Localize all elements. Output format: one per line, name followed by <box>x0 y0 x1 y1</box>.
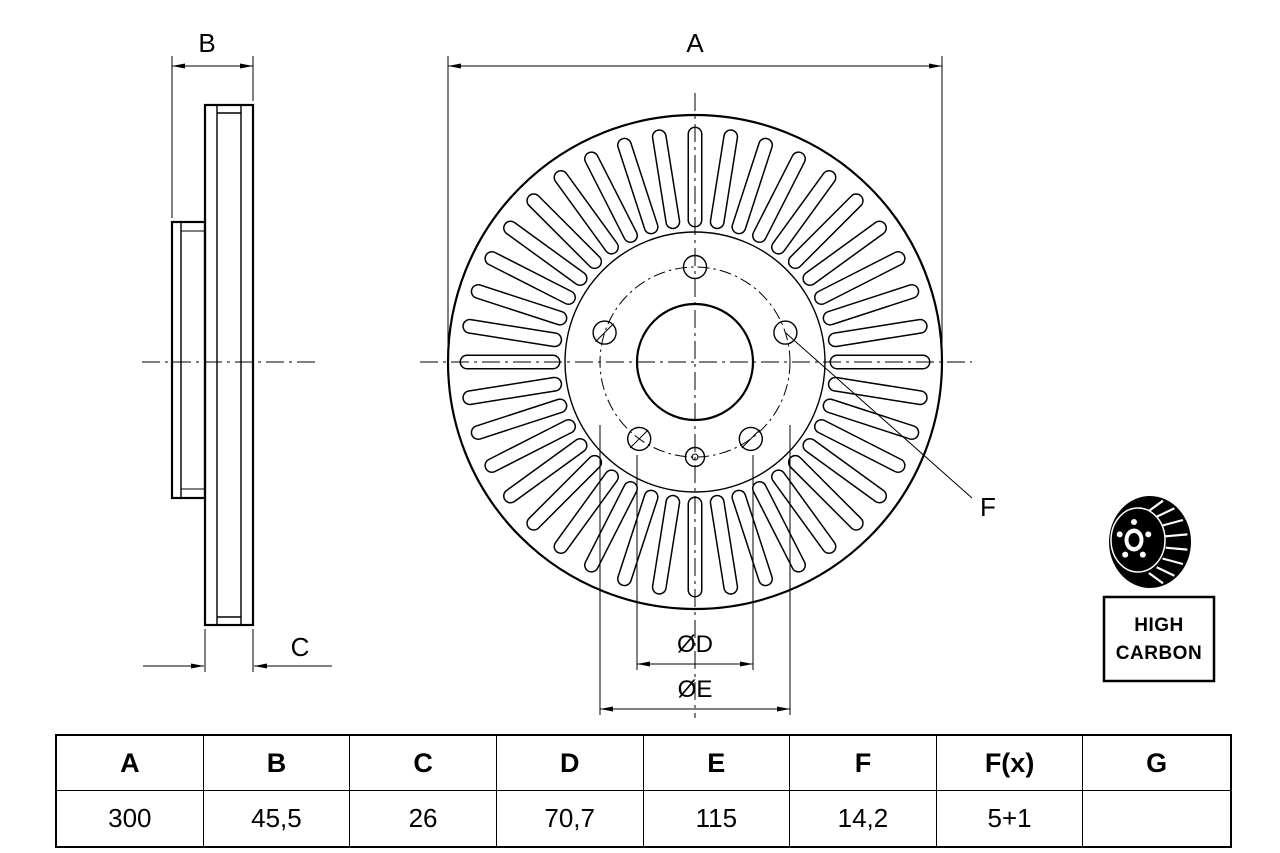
vent-slot <box>653 496 679 594</box>
disc-icon-bolt-dot <box>1116 531 1123 538</box>
high-carbon-line1: HIGH <box>1134 615 1184 636</box>
table-header-cell: C <box>350 736 497 791</box>
disc-icon-vent-stripe <box>1162 518 1184 527</box>
bolt-hole <box>592 320 617 345</box>
dim-a-label: A <box>686 28 704 58</box>
dimension-e: ØE <box>599 425 791 715</box>
dimension-c: C <box>143 629 332 672</box>
vent-slot <box>618 139 658 233</box>
vent-slot <box>824 285 918 325</box>
vent-slot <box>485 420 575 472</box>
dimension-d: ØD <box>636 455 754 670</box>
vent-slot <box>711 496 737 594</box>
table-header-cell: E <box>643 736 791 791</box>
table-header-cell: B <box>203 736 351 791</box>
disc-icon-vent-stripe <box>1162 557 1184 566</box>
dim-b-label: B <box>198 28 215 58</box>
vent-slot <box>732 139 772 233</box>
table-header-cell: A <box>57 736 204 791</box>
vent-slot <box>555 171 618 254</box>
vent-slot <box>472 285 566 325</box>
table-value-cell: 300 <box>57 791 204 846</box>
technical-drawing: A B C ØD ØE F <box>142 28 1216 718</box>
hole-slash-mark <box>595 323 614 342</box>
side-view <box>142 103 318 627</box>
disc-icon-vent-stripe <box>1156 566 1175 577</box>
table-value-cell: 70,7 <box>497 791 644 846</box>
high-carbon-badge: HIGH CARBON <box>1102 496 1216 683</box>
dim-d-label: ØD <box>677 631 713 658</box>
bolt-hole <box>738 426 763 452</box>
disc-icon-bolt-dot <box>1145 531 1152 538</box>
hole-slash-mark <box>741 429 761 449</box>
vent-slot <box>472 399 566 439</box>
bolt-hole <box>773 320 798 345</box>
disc-icon-bolt-dot <box>1122 551 1129 558</box>
high-carbon-line2: CARBON <box>1116 643 1202 664</box>
disc-icon-vent-stripe <box>1148 499 1164 512</box>
vent-slot <box>585 482 637 572</box>
table-value-cell: 115 <box>644 791 791 846</box>
table-value-cell: 5+1 <box>937 791 1084 846</box>
vent-slot <box>732 491 772 585</box>
table-value-cell <box>1083 791 1230 846</box>
vent-slot <box>789 194 863 268</box>
table-header-cell: F <box>790 736 937 791</box>
vent-slots <box>459 126 931 598</box>
table-header-cell: F(x) <box>936 736 1084 791</box>
dimension-f: F <box>785 332 996 522</box>
disc-icon-bore-center <box>1128 533 1140 547</box>
high-carbon-box <box>1102 595 1216 683</box>
disc-icon-vent-stripe <box>1165 546 1188 551</box>
vent-slot <box>824 399 918 439</box>
vent-slot <box>504 222 587 285</box>
vent-slot <box>504 439 587 502</box>
table-value-cell: 14,2 <box>790 791 937 846</box>
centerlines <box>420 93 972 718</box>
vent-slot <box>772 171 835 254</box>
vent-slot <box>815 252 905 304</box>
vent-slot <box>555 470 618 553</box>
hat-outline <box>170 220 207 500</box>
disc-icon-vent-stripe <box>1156 507 1175 518</box>
vent-slot <box>829 320 927 346</box>
vent-slot <box>753 152 805 242</box>
dim-f-label: F <box>980 492 996 522</box>
vent-slot <box>527 456 601 530</box>
hole-slash-mark <box>629 429 649 449</box>
table-header-cell: G <box>1083 736 1230 791</box>
brake-disc-icon <box>1109 496 1191 588</box>
disc-icon-vent-stripe <box>1165 533 1188 538</box>
vent-slot <box>815 420 905 472</box>
dim-c-label: C <box>291 632 310 662</box>
vent-slot <box>463 320 561 346</box>
bolt-hole <box>627 426 652 452</box>
table-value-cell: 26 <box>350 791 497 846</box>
vent-slot <box>803 439 886 502</box>
disc-icon-vent-stripe <box>1148 572 1164 585</box>
dimension-a: A <box>447 28 943 352</box>
table-header-cell: D <box>496 736 644 791</box>
disc-icon-vent-stripes <box>1148 499 1188 585</box>
vent-slot <box>753 482 805 572</box>
vent-slot <box>463 378 561 404</box>
vent-slot <box>829 378 927 404</box>
table-value-cell: 45,5 <box>204 791 351 846</box>
disc-icon-bolt-dot <box>1131 519 1137 525</box>
dimension-b: B <box>171 28 254 218</box>
vent-slot <box>527 194 601 268</box>
leader-line <box>785 332 973 499</box>
vent-slot <box>585 152 637 242</box>
vent-slot <box>789 456 863 530</box>
dimension-table: A B C D E F F(x) G 300 45,5 26 70,7 115 … <box>55 734 1232 848</box>
vent-slot <box>485 252 575 304</box>
vent-slot <box>803 222 886 285</box>
friction-ring-outline <box>203 103 255 627</box>
vent-slot <box>618 491 658 585</box>
vent-slot <box>711 130 737 228</box>
dim-e-label: ØE <box>678 676 713 703</box>
vent-slot <box>653 130 679 228</box>
vent-slot <box>772 470 835 553</box>
disc-icon-bolt-dot <box>1139 551 1146 558</box>
